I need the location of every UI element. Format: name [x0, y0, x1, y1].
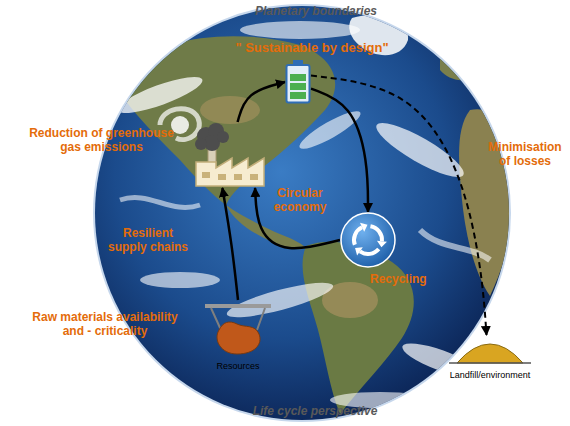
globe-clouds-shape: [120, 198, 200, 208]
battery-icon: " Sustainable by design": [285, 60, 311, 104]
concept-label: Minimisation of losses: [484, 140, 566, 168]
node-heading: Recycling: [370, 272, 427, 286]
flow-arrow: [238, 82, 285, 122]
battery-icon-drawing-shape: [290, 83, 306, 90]
globe-clouds-shape: [240, 21, 360, 39]
factory-icon-drawing: [192, 122, 268, 188]
factory-icon-drawing-shape: [195, 138, 207, 150]
node-heading: " Sustainable by design": [235, 41, 388, 55]
factory-icon-drawing-shape: [234, 174, 242, 180]
factory-icon-drawing-shape: [217, 131, 229, 143]
factory-icon-drawing-shape: [250, 174, 258, 180]
landfill-mound: Landfill/environment: [455, 335, 525, 365]
recycling-circle-drawing: [340, 212, 396, 268]
globe-rim: [93, 4, 511, 422]
factory-icon-drawing-shape: [218, 174, 226, 180]
resources-pit-drawing-shape: [217, 322, 260, 354]
node-heading: Resources: [216, 359, 259, 373]
recycling-circle-drawing-shape: [360, 223, 368, 232]
concept-label: Resilient supply chains: [103, 226, 193, 254]
globe-clouds-shape: [140, 272, 220, 288]
factory-icon-drawing-shape: [196, 158, 264, 186]
battery-icon-drawing: [285, 60, 311, 104]
globe-land-shape: [200, 96, 260, 124]
perspective-caption: Life cycle perspective: [253, 404, 378, 418]
globe-land-shape: [459, 109, 516, 296]
recycling-circle-drawing-shape: [360, 249, 379, 254]
globe-clouds-shape: [224, 276, 335, 324]
globe-clouds-shape: [420, 230, 490, 260]
recycling-circle-drawing-shape: [377, 241, 387, 247]
factory-icon: Reduction of greenhouse gas emissions: [192, 122, 268, 188]
globe-land: [118, 15, 516, 414]
globe-clouds-shape: [296, 106, 365, 155]
recycling-circle-drawing-shape: [354, 227, 362, 244]
boundary-caption: Planetary boundaries: [255, 4, 377, 18]
battery-icon-drawing-shape: [290, 92, 306, 99]
concept-label: Circular economy: [265, 186, 335, 214]
battery-icon-drawing-shape: [287, 65, 310, 103]
loss-arrow: [311, 75, 487, 335]
landfill-mound-drawing: [455, 335, 525, 365]
landfill-mound-drawing-shape: [449, 362, 531, 364]
globe-clouds-shape: [371, 115, 470, 186]
resources-pit-drawing-shape: [205, 304, 271, 308]
recycling-circle-drawing-shape: [370, 226, 382, 241]
recycling-circle-drawing-shape: [341, 213, 395, 267]
resources-pit-drawing: [205, 300, 271, 356]
recycling-circle-drawing-shape: [355, 247, 363, 255]
recycling-circle: Recycling: [340, 212, 396, 268]
landfill-mound-drawing-shape: [457, 344, 523, 363]
resources-pit: Resources: [205, 300, 271, 356]
globe-ocean: [95, 6, 509, 420]
globe-land-shape: [303, 242, 414, 414]
globe-land-shape: [440, 37, 481, 80]
battery-icon-drawing-shape: [290, 74, 306, 81]
node-heading: Landfill/environment: [450, 368, 531, 382]
node-heading: Reduction of greenhouse gas emissions: [19, 126, 184, 154]
globe-clouds: [114, 21, 490, 408]
flow-arrow: [222, 188, 238, 300]
globe-land-shape: [118, 36, 335, 205]
factory-icon-drawing-shape: [202, 172, 210, 178]
concept-label: Raw materials availability and - critica…: [25, 310, 185, 338]
